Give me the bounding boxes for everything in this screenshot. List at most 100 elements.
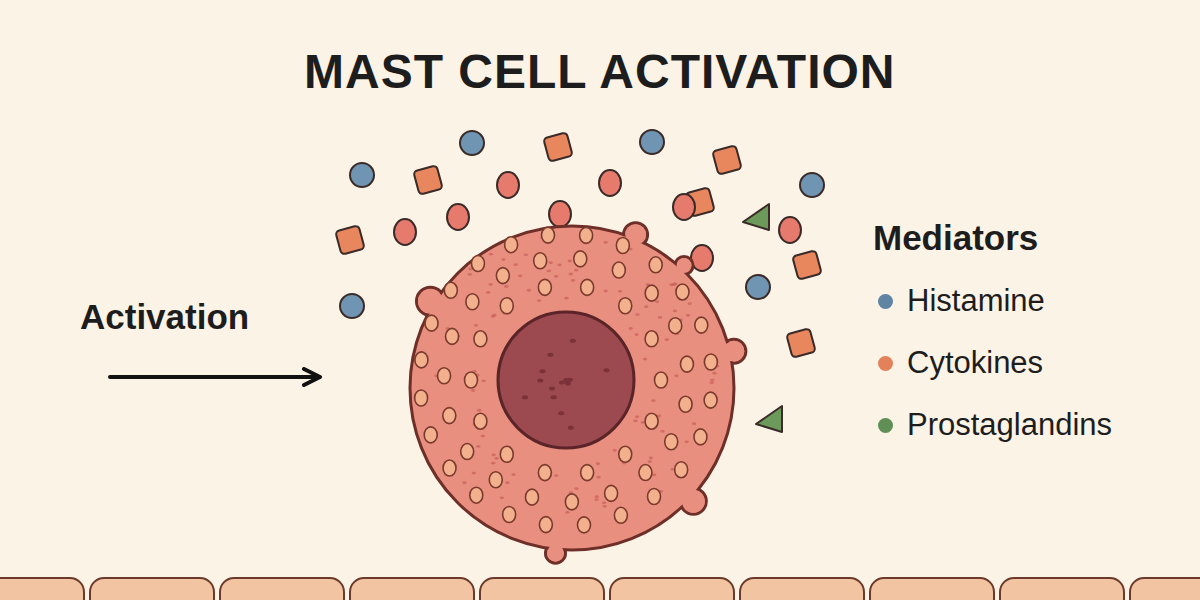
cell-protrusion-fill xyxy=(547,545,564,562)
speckle xyxy=(628,327,632,330)
mediator-particle xyxy=(673,194,695,220)
speckle xyxy=(565,511,569,514)
speckle xyxy=(613,449,617,452)
speckle xyxy=(633,420,637,423)
activation-arrow xyxy=(110,375,318,379)
legend-entry: Histamine xyxy=(878,283,1045,319)
legend-swatch xyxy=(878,418,893,433)
granule xyxy=(500,298,513,314)
granule xyxy=(665,434,678,450)
speckle xyxy=(468,273,472,276)
speckle xyxy=(596,462,600,465)
speckle xyxy=(477,409,481,412)
granule xyxy=(676,284,689,300)
granule xyxy=(612,262,625,278)
granule xyxy=(496,268,509,284)
speckle xyxy=(644,305,648,308)
chromatin xyxy=(547,353,553,357)
granule xyxy=(425,315,438,331)
granule xyxy=(581,279,594,295)
granule xyxy=(415,352,428,368)
granule xyxy=(474,413,487,429)
granule xyxy=(645,413,658,429)
activation-label: Activation xyxy=(80,297,249,337)
speckle xyxy=(474,324,478,327)
speckle xyxy=(462,481,466,484)
granule xyxy=(461,444,474,460)
mediator-particle xyxy=(335,225,364,254)
speckle xyxy=(688,302,692,305)
granule xyxy=(614,507,627,523)
mediator-particle xyxy=(786,328,815,357)
speckle xyxy=(511,473,515,476)
speckle xyxy=(712,372,716,375)
mediator-particle xyxy=(779,217,801,243)
granule xyxy=(619,298,632,314)
speckle xyxy=(557,264,561,267)
speckle xyxy=(574,487,578,490)
mediator-particle xyxy=(340,294,364,318)
speckle xyxy=(489,283,493,286)
granule xyxy=(695,317,708,333)
granule xyxy=(525,489,538,505)
mediator-particle xyxy=(497,172,519,198)
granule xyxy=(470,487,483,503)
granule xyxy=(679,396,692,412)
granule xyxy=(645,285,658,301)
legend-entry: Cytokines xyxy=(878,345,1043,381)
speckle xyxy=(481,435,485,438)
granule xyxy=(424,427,437,443)
speckle xyxy=(476,445,480,448)
granule xyxy=(605,485,618,501)
speckle xyxy=(492,314,496,317)
mediator-particle xyxy=(792,250,821,279)
cell-membrane xyxy=(410,226,734,550)
speckle xyxy=(686,314,690,317)
granule xyxy=(565,494,578,510)
speckle xyxy=(569,273,573,276)
speckle xyxy=(472,472,476,475)
mediator-particle xyxy=(394,219,416,245)
granule xyxy=(539,517,552,533)
mediator-particle xyxy=(743,204,769,230)
granule xyxy=(648,488,661,504)
epithelial-cell xyxy=(480,578,604,600)
granule xyxy=(616,238,629,254)
mediator-particle xyxy=(599,170,621,196)
legend-swatch xyxy=(878,356,893,371)
legend-text: Cytokines xyxy=(907,345,1043,381)
epithelial-cell xyxy=(610,578,734,600)
granule xyxy=(446,328,459,344)
chromatin xyxy=(540,369,546,373)
epithelial-cell xyxy=(0,578,84,600)
chromatin xyxy=(558,411,564,415)
mast-cell xyxy=(410,223,746,564)
speckle xyxy=(710,381,714,384)
granule xyxy=(581,465,594,481)
speckle xyxy=(643,358,647,361)
speckle xyxy=(673,283,677,286)
speckle xyxy=(604,241,608,244)
speckle xyxy=(486,291,490,294)
speckle xyxy=(505,481,509,484)
granule xyxy=(465,372,478,388)
granule xyxy=(704,392,717,408)
epithelial-cell xyxy=(350,578,474,600)
granule xyxy=(542,227,555,243)
speckle xyxy=(513,263,517,266)
granule xyxy=(471,256,484,272)
speckle xyxy=(481,380,485,383)
speckle xyxy=(596,476,600,479)
speckle xyxy=(658,316,662,319)
granule xyxy=(474,331,487,347)
speckle xyxy=(651,399,655,402)
speckle xyxy=(471,389,475,392)
chromatin xyxy=(568,426,574,430)
chromatin xyxy=(570,339,576,343)
speckle xyxy=(635,415,639,418)
speckle xyxy=(602,505,606,508)
epithelial-cell xyxy=(1130,578,1200,600)
legend-heading: Mediators xyxy=(873,218,1038,258)
granule xyxy=(489,472,502,488)
speckle xyxy=(501,258,505,261)
